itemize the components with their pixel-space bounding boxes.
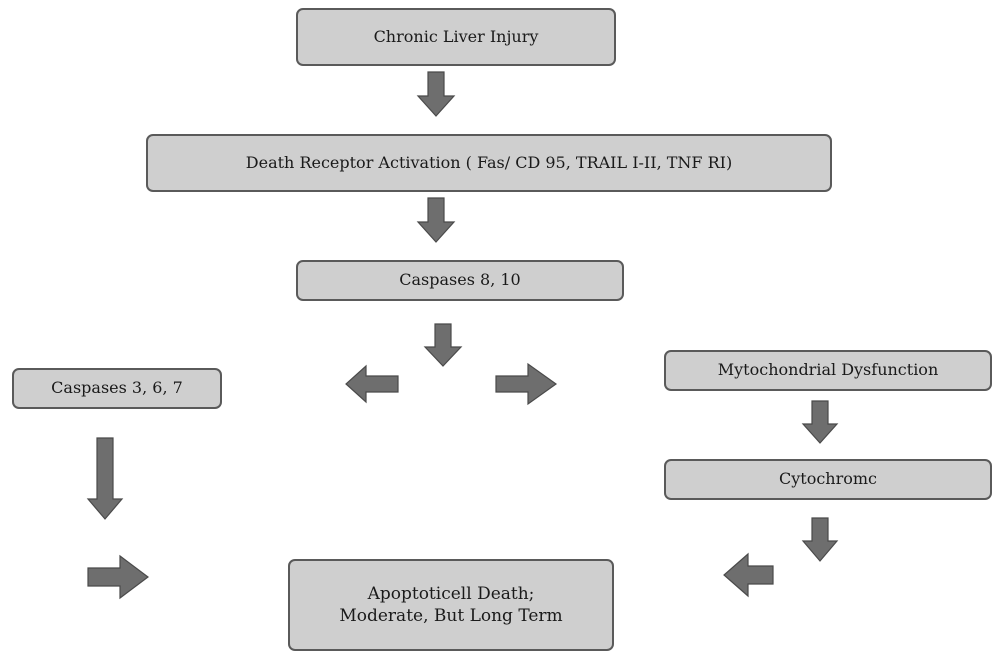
node-cytochrome-label: Cytochromc bbox=[778, 469, 878, 489]
arrow-left-2 bbox=[723, 552, 774, 598]
node-apoptotic-death-line2: Moderate, But Long Term bbox=[339, 606, 563, 626]
node-chronic-liver-injury-label: Chronic Liver Injury bbox=[373, 26, 539, 46]
arrow-right-1 bbox=[495, 362, 558, 406]
arrow-down-6 bbox=[801, 517, 839, 562]
arrow-down-4 bbox=[86, 437, 124, 520]
node-caspases-3-6-7: Caspases 3, 6, 7 bbox=[12, 368, 222, 409]
node-caspases-3-6-7-label: Caspases 3, 6, 7 bbox=[51, 378, 183, 398]
arrow-down-1 bbox=[416, 71, 456, 117]
arrow-down-5 bbox=[801, 400, 839, 444]
node-death-receptor-activation: Death Receptor Activation ( Fas/ CD 95, … bbox=[146, 134, 832, 192]
node-mitochondrial-dysfunction: Mytochondrial Dysfunction bbox=[664, 350, 992, 391]
node-cytochrome: Cytochromc bbox=[664, 459, 992, 500]
arrow-right-2 bbox=[87, 554, 149, 600]
node-mitochondrial-dysfunction-label: Mytochondrial Dysfunction bbox=[717, 360, 939, 380]
arrow-left-1 bbox=[345, 364, 399, 404]
node-caspases-8-10-label: Caspases 8, 10 bbox=[399, 270, 521, 290]
node-caspases-8-10: Caspases 8, 10 bbox=[296, 260, 624, 301]
arrow-down-3 bbox=[423, 323, 463, 367]
node-apoptotic-death: Apoptoticell Death; Moderate, But Long T… bbox=[288, 559, 614, 651]
node-chronic-liver-injury: Chronic Liver Injury bbox=[296, 8, 616, 66]
node-death-receptor-activation-label: Death Receptor Activation ( Fas/ CD 95, … bbox=[245, 152, 733, 172]
node-apoptotic-death-line1: Apoptoticell Death; bbox=[367, 583, 535, 604]
arrow-down-2 bbox=[416, 197, 456, 243]
